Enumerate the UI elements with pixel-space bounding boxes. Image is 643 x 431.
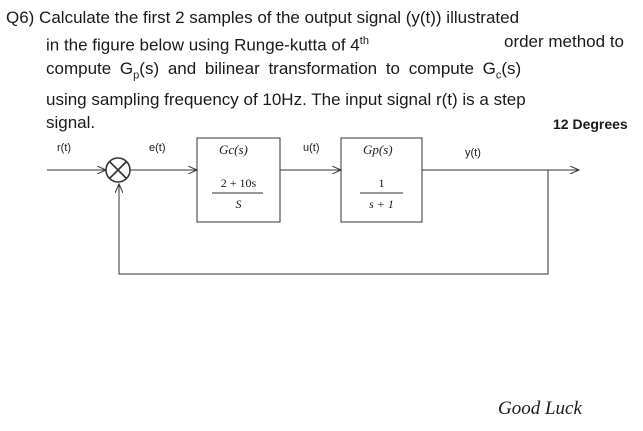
plant-numerator: 1 bbox=[378, 176, 385, 190]
question-text: Q6) Calculate the first 2 samples of the… bbox=[6, 6, 638, 135]
controller-numerator: 2 + 10s bbox=[220, 176, 257, 190]
summing-junction bbox=[105, 157, 131, 183]
question-line-4: using sampling frequency of 10Hz. The in… bbox=[46, 89, 526, 109]
output-label: y(t) bbox=[465, 147, 481, 159]
controller-denominator: S bbox=[235, 197, 242, 211]
control-label: u(t) bbox=[303, 142, 320, 154]
controller-block bbox=[196, 137, 281, 223]
feedback-path bbox=[119, 170, 549, 275]
controller-subscript: c bbox=[495, 69, 502, 82]
marks-label: 12 Degrees bbox=[553, 116, 628, 132]
plant-subscript: p bbox=[133, 69, 140, 82]
controller-title: Gc(s) bbox=[219, 142, 248, 157]
plant-title: Gp(s) bbox=[363, 142, 393, 157]
question-line-2-end: order method to bbox=[503, 31, 624, 51]
question-line-5: signal. bbox=[46, 113, 96, 133]
error-label: e(t) bbox=[149, 142, 166, 154]
question-line-1: Q6) Calculate the first 2 samples of the… bbox=[6, 8, 520, 27]
plant-block bbox=[340, 137, 423, 223]
question-line-2: in the figure below using Runge-kutta of… bbox=[6, 30, 638, 57]
plant-denominator: s + 1 bbox=[369, 197, 394, 211]
input-label: r(t) bbox=[57, 142, 72, 154]
question-line-3: compute Gp(s) and bilinear transformatio… bbox=[46, 58, 522, 82]
ordinal-superscript: th bbox=[359, 34, 369, 47]
question-line-2-text: in the figure below using Runge-kutta of… bbox=[46, 35, 360, 55]
good-luck-text: Good Luck bbox=[498, 398, 582, 419]
